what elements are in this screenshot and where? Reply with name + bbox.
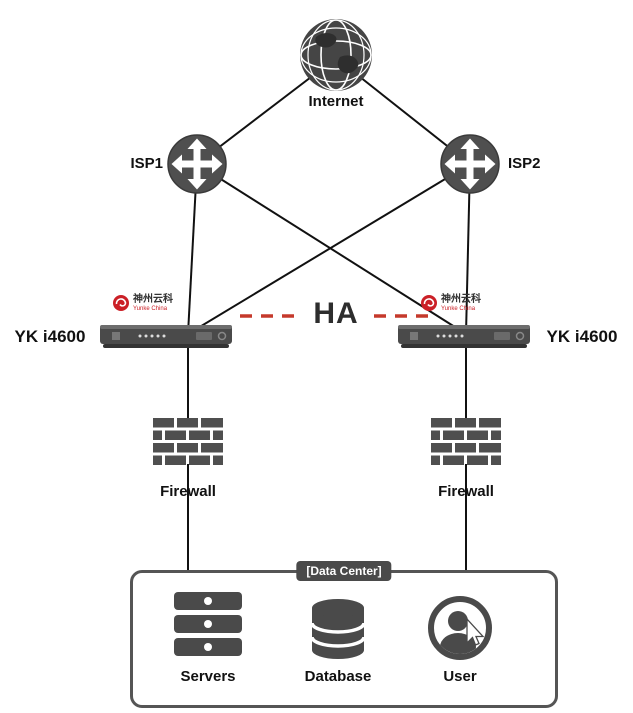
appliance-icon bbox=[398, 325, 530, 348]
database-label: Database bbox=[304, 668, 372, 685]
yunke-logo-icon bbox=[421, 295, 437, 311]
internet-label: Internet bbox=[308, 93, 364, 110]
brand-name-cn: 神州云科 bbox=[441, 293, 481, 305]
yk-right-brand-text: 神州云科 Yunke China bbox=[441, 293, 481, 312]
datacenter-badge: [Data Center] bbox=[296, 561, 392, 581]
yk-left-label: YK i4600 bbox=[14, 327, 86, 346]
appliance-icon bbox=[100, 325, 232, 348]
brand-name-en: Yunke China bbox=[441, 305, 476, 312]
isp1-node bbox=[167, 134, 227, 199]
internet-node bbox=[298, 17, 374, 98]
isp2-node bbox=[440, 134, 500, 199]
firewall-left-node bbox=[153, 418, 223, 471]
yk-left-brand: 神州云科 Yunke China bbox=[112, 294, 173, 312]
ha-label: HA bbox=[313, 297, 359, 330]
router-icon bbox=[440, 134, 500, 194]
user-node bbox=[427, 595, 493, 666]
firewall-left-label: Firewall bbox=[160, 483, 216, 500]
servers-label: Servers bbox=[180, 668, 236, 685]
firewall-right-node bbox=[431, 418, 501, 471]
database-node bbox=[309, 598, 367, 665]
user-icon bbox=[428, 596, 492, 660]
firewall-right-label: Firewall bbox=[438, 483, 494, 500]
database-icon bbox=[310, 599, 366, 659]
brand-name-en: Yunke China bbox=[133, 305, 168, 312]
yunke-logo-icon bbox=[113, 295, 129, 311]
yk-right-label: YK i4600 bbox=[546, 327, 618, 346]
isp1-label: ISP1 bbox=[130, 155, 163, 172]
isp2-label: ISP2 bbox=[508, 155, 541, 172]
yk-right-brand: 神州云科 Yunke China bbox=[420, 294, 481, 312]
globe-icon bbox=[300, 19, 372, 91]
user-label: User bbox=[443, 668, 477, 685]
yk-left-brand-text: 神州云科 Yunke China bbox=[133, 293, 173, 312]
edge-isp1-ykright bbox=[196, 163, 467, 335]
firewall-icon bbox=[153, 418, 223, 465]
brand-name-cn: 神州云科 bbox=[133, 293, 173, 305]
yk-left-appliance bbox=[100, 320, 232, 357]
router-icon bbox=[167, 134, 227, 194]
edge-isp2-ykleft bbox=[187, 163, 471, 335]
firewall-icon bbox=[431, 418, 501, 465]
servers-icon bbox=[174, 592, 242, 656]
servers-node bbox=[172, 592, 244, 663]
yk-right-appliance bbox=[398, 320, 530, 357]
